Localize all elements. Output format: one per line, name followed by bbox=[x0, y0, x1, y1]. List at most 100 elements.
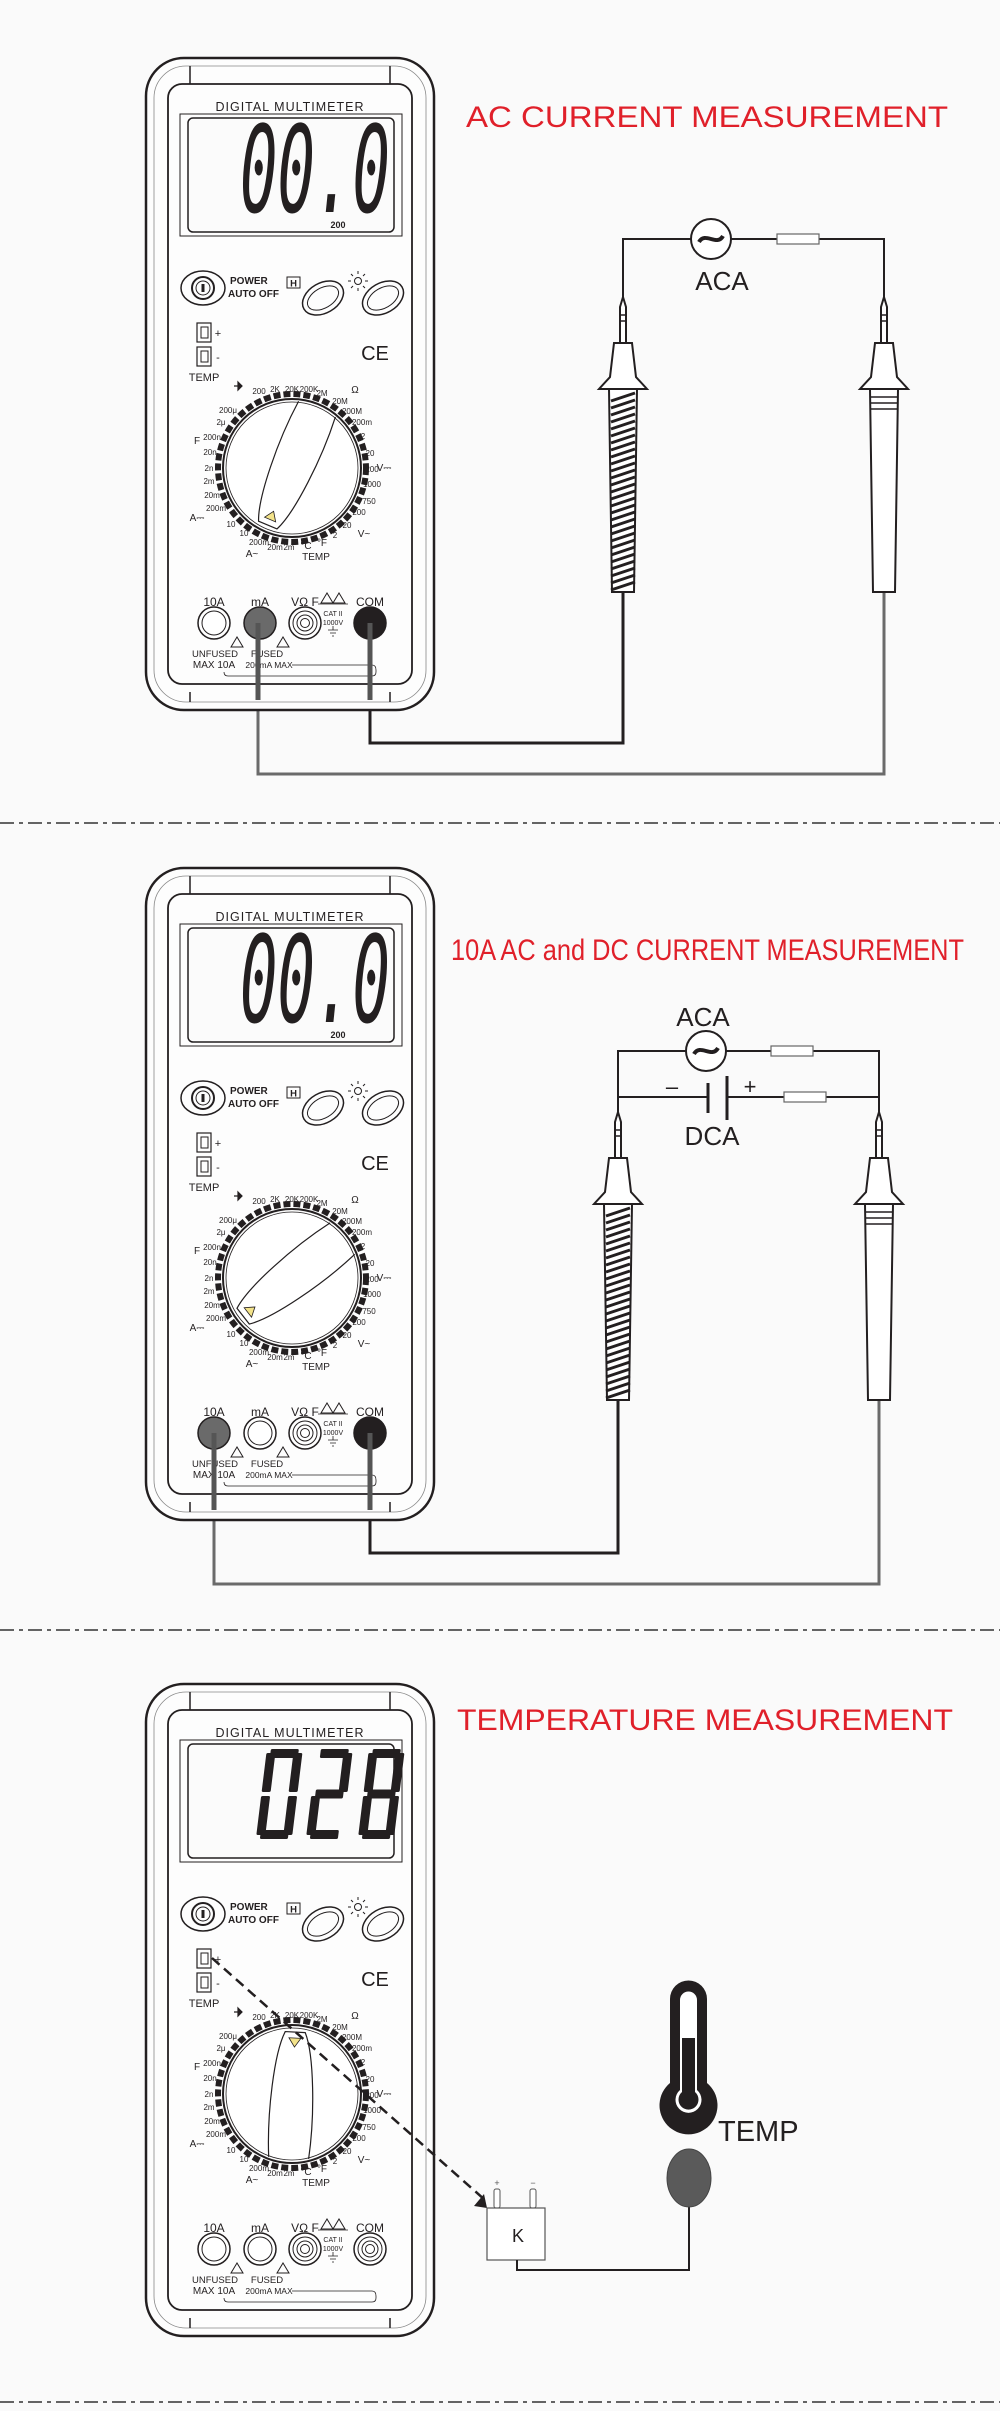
dial-label: TEMP bbox=[302, 1362, 330, 1373]
fused-label: FUSED bbox=[251, 2275, 283, 2286]
warning-icon bbox=[276, 2262, 290, 2274]
ce-mark: CE bbox=[361, 1969, 389, 1991]
dial-label: °C bbox=[300, 1351, 311, 1362]
thermometer-mercury bbox=[678, 2038, 699, 2110]
meter-brand-label: DIGITAL MULTIMETER bbox=[215, 910, 364, 924]
dial-label: 20K bbox=[285, 385, 300, 394]
dial-label: 2n bbox=[205, 2090, 214, 2099]
dial-label: 200m bbox=[352, 1228, 372, 1237]
warning-icon bbox=[332, 1402, 346, 1414]
hold-icon-letter: H bbox=[290, 279, 297, 290]
dial-label: 750 bbox=[362, 1307, 376, 1316]
jack-ring bbox=[292, 610, 318, 636]
dial-label: 2K bbox=[270, 1195, 280, 1204]
dial-face bbox=[225, 1211, 359, 1345]
dial-label: 20 bbox=[366, 449, 375, 458]
fused-label: FUSED bbox=[251, 1459, 283, 1470]
test-lead-wire bbox=[516, 2206, 690, 2271]
probe-guard bbox=[591, 1157, 645, 1205]
lcd-range-label: 200 bbox=[330, 220, 345, 230]
arrowhead-icon bbox=[474, 2194, 487, 2208]
power-button-cap bbox=[195, 1906, 211, 1922]
warning-icon bbox=[320, 1402, 334, 1414]
backlight-icon-rays bbox=[348, 1897, 368, 1917]
aca-label: ACA bbox=[676, 1002, 730, 1032]
dial-label: 2M bbox=[316, 2015, 327, 2024]
knob-pointer-icon bbox=[288, 2037, 302, 2048]
jack-ring bbox=[296, 2240, 314, 2258]
temp-socket-minus-hole bbox=[200, 350, 209, 363]
jack-label: mA bbox=[251, 1405, 269, 1419]
dial-label: 200 bbox=[352, 508, 366, 517]
dial-label: TEMP bbox=[302, 2178, 330, 2189]
dial-label: F bbox=[194, 1246, 200, 1257]
dial-label: A⎓ bbox=[190, 1323, 205, 1334]
probe-tip bbox=[619, 293, 627, 344]
dial-label: 2 bbox=[361, 432, 366, 441]
dial-label: F bbox=[194, 436, 200, 447]
unfused-label: UNFUSED bbox=[192, 2275, 238, 2286]
lcd-segment bbox=[371, 1749, 401, 1758]
dial-tick-ring bbox=[215, 1201, 369, 1355]
dial-label: 200m bbox=[249, 2164, 269, 2173]
jack-ring bbox=[296, 1424, 314, 1442]
dial-label: 200 bbox=[352, 1318, 366, 1327]
function-button-inner bbox=[366, 285, 400, 311]
dial-label: 2μ bbox=[216, 2044, 225, 2053]
temp-plus-label: + bbox=[215, 1954, 221, 1966]
cat-rating-label: CAT II bbox=[323, 611, 342, 618]
power-button bbox=[180, 270, 226, 306]
dial-label: 2 bbox=[333, 531, 338, 540]
dial-label: 10 bbox=[240, 2155, 249, 2164]
power-button-cap bbox=[195, 280, 211, 296]
temp-socket-plus-hole bbox=[200, 1952, 209, 1965]
lcd-segment bbox=[306, 1796, 320, 1835]
jack-label: COM bbox=[356, 2221, 384, 2235]
lcd-bezel bbox=[179, 113, 403, 237]
probe-handle-grip bbox=[871, 396, 897, 410]
dial-ring bbox=[222, 398, 362, 538]
temp-socket-label: TEMP bbox=[189, 1998, 220, 2010]
input-jack-10a bbox=[197, 606, 231, 640]
temp-plus-label: + bbox=[215, 328, 221, 340]
dial-ring bbox=[222, 2024, 362, 2164]
hold-icon bbox=[286, 276, 301, 289]
dial-label: V⎓ bbox=[377, 1273, 392, 1284]
lcd-segment bbox=[269, 1749, 299, 1758]
jack-bracket bbox=[223, 664, 377, 677]
knob-grip bbox=[236, 1222, 356, 1325]
dca-label: DCA bbox=[685, 1121, 741, 1151]
dial-label: 2 bbox=[333, 2157, 338, 2166]
dial-label: 20 bbox=[343, 2147, 352, 2156]
jack-ring bbox=[292, 1420, 318, 1446]
power-icon bbox=[201, 1910, 205, 1918]
probe-handle-grip bbox=[610, 391, 636, 592]
input-jack-ma bbox=[243, 2232, 277, 2266]
dial-label: F bbox=[194, 2062, 200, 2073]
dial-label: 750 bbox=[362, 2123, 376, 2132]
dial-label: 750 bbox=[362, 497, 376, 506]
lcd-screen bbox=[187, 117, 395, 233]
ground-icon bbox=[328, 1436, 338, 1447]
warning-icon bbox=[230, 636, 244, 648]
max-200ma-label: 200mA MAX bbox=[245, 660, 293, 670]
hold-icon-letter: H bbox=[290, 1089, 297, 1100]
jack-label: COM bbox=[356, 595, 384, 609]
section-title: AC CURRENT MEASUREMENT bbox=[466, 101, 948, 134]
lcd-segment bbox=[283, 1796, 297, 1835]
test-lead-plug bbox=[255, 623, 373, 700]
temp-socket-minus bbox=[196, 346, 212, 367]
lcd-segment bbox=[319, 1749, 349, 1758]
k-plug-plus-label: + bbox=[494, 2178, 499, 2188]
dial-label: 1000 bbox=[363, 2106, 381, 2115]
dial-label: 2n bbox=[205, 464, 214, 473]
battery-icon bbox=[706, 1076, 729, 1120]
jack-ring bbox=[201, 610, 227, 636]
dial-label: 200m bbox=[206, 1314, 226, 1323]
dial-label: 20 bbox=[366, 1259, 375, 1268]
temp-socket-label: TEMP bbox=[189, 1182, 220, 1194]
ce-mark: CE bbox=[361, 1153, 389, 1175]
jack-ring bbox=[365, 2244, 375, 2254]
dial-label: A~ bbox=[246, 2175, 259, 2186]
